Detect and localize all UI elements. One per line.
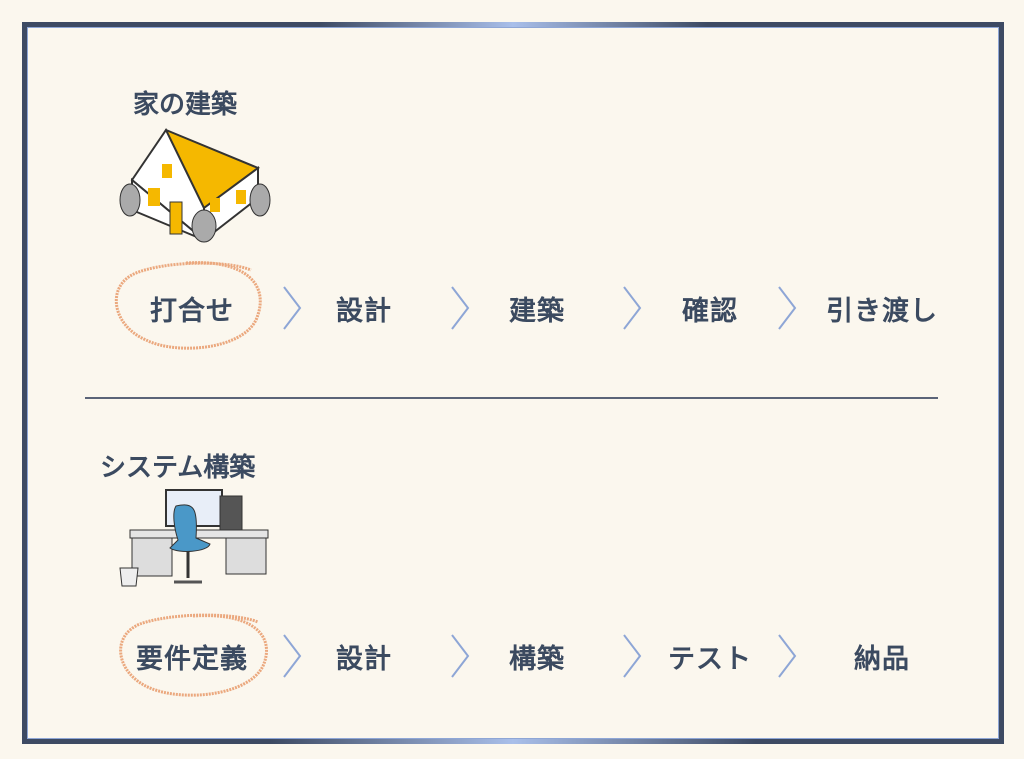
step-delivery: 納品 — [854, 644, 910, 675]
chevron-right-icon — [623, 634, 642, 678]
house-illustration — [119, 128, 271, 243]
step-requirements: 要件定義 — [136, 644, 248, 675]
diagram-frame — [22, 22, 1004, 744]
step-design: 設計 — [336, 644, 392, 675]
system-section-title: システム構築 — [100, 453, 256, 483]
step-test: テスト — [668, 644, 752, 675]
step-handover: 引き渡し — [826, 296, 938, 327]
highlight-circle — [114, 261, 262, 350]
chevron-right-icon — [623, 286, 642, 330]
step-construction: 建築 — [509, 296, 565, 327]
chevron-right-icon — [778, 634, 797, 678]
office-desk-illustration — [119, 489, 269, 587]
chevron-right-icon — [451, 286, 470, 330]
chevron-right-icon — [451, 634, 470, 678]
step-build: 構築 — [509, 644, 565, 675]
step-inspection: 確認 — [682, 296, 738, 327]
chevron-right-icon — [283, 286, 302, 330]
chevron-right-icon — [778, 286, 797, 330]
step-uchiawase: 打合せ — [150, 296, 234, 327]
highlight-circle — [119, 613, 268, 697]
house-section-title: 家の建築 — [133, 90, 238, 120]
chevron-right-icon — [283, 634, 302, 678]
step-design: 設計 — [336, 296, 392, 327]
section-divider — [85, 397, 938, 399]
